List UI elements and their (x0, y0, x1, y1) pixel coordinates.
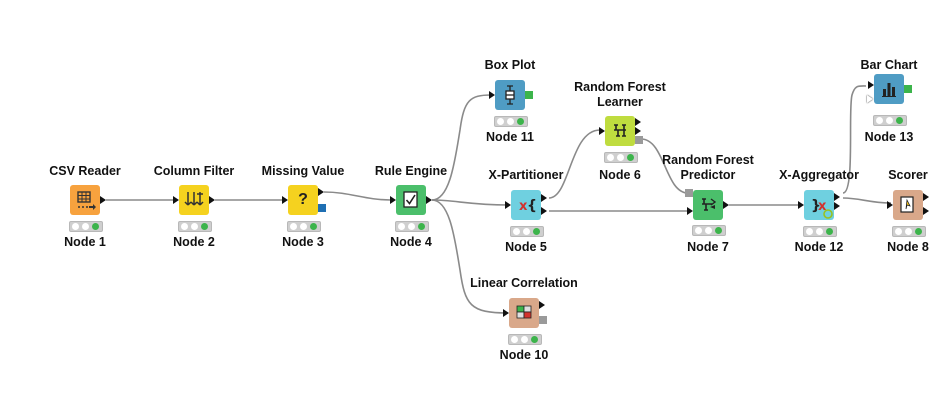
node-label: Node 13 (864, 130, 914, 144)
node-title: CSV Reader (49, 164, 121, 178)
node-title-line2: Predictor (680, 168, 736, 182)
view-output-port[interactable] (904, 85, 912, 93)
node-label: Node 5 (505, 240, 547, 254)
node-title: X-Partitioner (488, 168, 564, 182)
input-port[interactable] (505, 201, 511, 209)
connection-aggregator-to-scorer[interactable] (842, 197, 892, 204)
output-port[interactable] (723, 201, 729, 209)
node-title: Column Filter (153, 164, 235, 178)
status-traffic-light (178, 221, 212, 232)
input-port[interactable] (390, 196, 396, 204)
node-label: Node 12 (794, 240, 844, 254)
status-traffic-light (395, 221, 429, 232)
node-title: Scorer (888, 168, 928, 182)
node-title-line1: Random Forest (574, 80, 666, 94)
loop-end-icon[interactable]: } x (798, 190, 840, 220)
question-glyph: ? (298, 191, 308, 208)
connection-partitioner-to-learner[interactable] (548, 129, 601, 199)
model-output-port[interactable] (318, 204, 326, 212)
input-port[interactable] (687, 207, 693, 215)
output-port-1[interactable] (923, 193, 929, 201)
model-input-port[interactable] (685, 189, 693, 197)
node-label: Node 10 (499, 348, 549, 362)
node-title: Linear Correlation (470, 276, 578, 290)
node-label: Node 6 (599, 168, 641, 182)
output-port[interactable] (100, 196, 106, 204)
input-port[interactable] (868, 81, 874, 89)
connection-aggregator-to-barchart[interactable] (842, 85, 867, 194)
output-port[interactable] (318, 188, 324, 196)
node-title-line1: Random Forest (662, 153, 754, 167)
svg-text:}: } (811, 198, 821, 214)
status-traffic-light (692, 225, 726, 236)
input-port[interactable] (798, 201, 804, 209)
output-port[interactable] (426, 196, 432, 204)
status-traffic-light (508, 334, 542, 345)
correlation-icon[interactable] (503, 298, 547, 328)
bar-chart-icon[interactable] (867, 74, 912, 104)
node-title-line2: Learner (597, 95, 643, 109)
status-traffic-light (892, 226, 926, 237)
connection-missing-to-rule[interactable] (323, 191, 392, 201)
output-port-2[interactable] (635, 127, 641, 135)
input-port[interactable] (503, 309, 509, 317)
input-port[interactable] (887, 201, 893, 209)
output-port-1[interactable] (834, 193, 840, 201)
status-traffic-light (803, 226, 837, 237)
output-port-test[interactable] (541, 207, 547, 215)
status-traffic-light (494, 116, 528, 127)
node-label: Node 1 (64, 235, 106, 249)
node-title: Missing Value (261, 164, 345, 178)
node-label: Node 11 (486, 130, 534, 144)
predictor-icon[interactable] (685, 189, 729, 220)
scorer-icon[interactable] (887, 190, 929, 220)
tree-icon[interactable] (599, 116, 643, 146)
view-output-port[interactable] (525, 91, 533, 99)
output-port[interactable] (209, 196, 215, 204)
node-title: Bar Chart (860, 58, 918, 72)
model-output-port[interactable] (539, 316, 547, 324)
input-port[interactable] (282, 196, 288, 204)
output-port-2[interactable] (923, 207, 929, 215)
node-title: Rule Engine (374, 164, 448, 178)
svg-text:x: x (519, 199, 528, 214)
node-label: Node 8 (887, 240, 929, 254)
model-output-port[interactable] (635, 136, 643, 144)
rules-icon[interactable] (390, 185, 432, 215)
question-icon[interactable]: ? (282, 185, 326, 215)
optional-input-port[interactable] (867, 95, 873, 103)
status-traffic-light (69, 221, 103, 232)
input-port[interactable] (173, 196, 179, 204)
status-traffic-light (287, 221, 321, 232)
node-label: Node 3 (282, 235, 324, 249)
node-title: Box Plot (484, 58, 536, 72)
output-port-train[interactable] (541, 194, 547, 202)
connection-rule-to-partitioner[interactable] (431, 199, 509, 206)
output-port-1[interactable] (635, 118, 641, 126)
svg-text:{: { (527, 198, 537, 214)
connection-rule-to-boxplot[interactable] (431, 94, 492, 201)
status-traffic-light (873, 115, 907, 126)
table-icon[interactable] (70, 185, 106, 215)
node-title: X-Aggregator (779, 168, 859, 182)
connection-rule-to-correlation[interactable] (431, 199, 509, 314)
status-traffic-light (604, 152, 638, 163)
filter-icon[interactable] (173, 185, 215, 215)
connection-learner-to-predictor[interactable] (640, 138, 689, 194)
input-port[interactable] (599, 127, 605, 135)
svg-text:x: x (818, 199, 827, 214)
loop-start-icon[interactable]: x { (505, 190, 547, 220)
node-label: Node 2 (173, 235, 215, 249)
boxplot-icon[interactable] (489, 80, 533, 110)
status-traffic-light (510, 226, 544, 237)
output-port[interactable] (539, 301, 545, 309)
node-label: Node 4 (390, 235, 432, 249)
input-port[interactable] (489, 91, 495, 99)
node-label: Node 7 (687, 240, 729, 254)
output-port-2[interactable] (834, 202, 840, 210)
